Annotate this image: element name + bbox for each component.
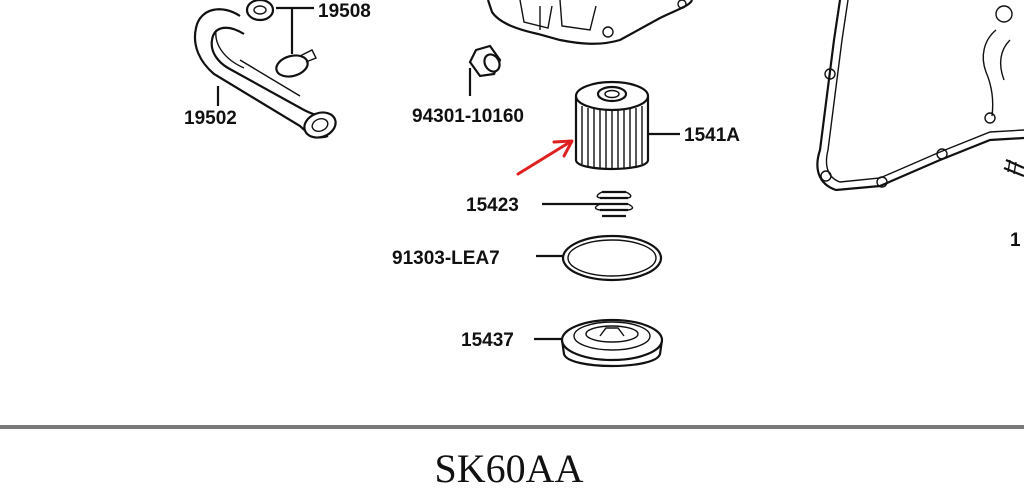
spring-15423 <box>542 190 634 218</box>
hose-clamp-19508 <box>245 0 317 78</box>
bolt-icon <box>1003 158 1024 178</box>
oil-filter-1541A <box>574 80 680 171</box>
dowel-pin-94301 <box>468 44 502 96</box>
part-label-19502: 19502 <box>184 108 237 129</box>
part-label-19508: 19508 <box>318 1 371 22</box>
part-label-94301: 94301-10160 <box>412 106 524 127</box>
part-label-15437: 15437 <box>461 330 514 351</box>
o-ring-91303 <box>536 234 663 282</box>
part-label-edge: 1 <box>1010 230 1021 251</box>
engine-cover-gasket <box>816 0 1024 192</box>
hose-19502 <box>193 8 337 139</box>
red-arrow-icon <box>516 139 574 176</box>
diagram-code: SK60AA <box>435 446 584 488</box>
part-label-91303: 91303-LEA7 <box>392 248 500 269</box>
part-label-15423: 15423 <box>466 195 519 216</box>
oil-pump-bracket <box>486 0 694 45</box>
part-label-1541A: 1541A <box>684 125 740 146</box>
filter-cover-15437 <box>534 318 664 368</box>
